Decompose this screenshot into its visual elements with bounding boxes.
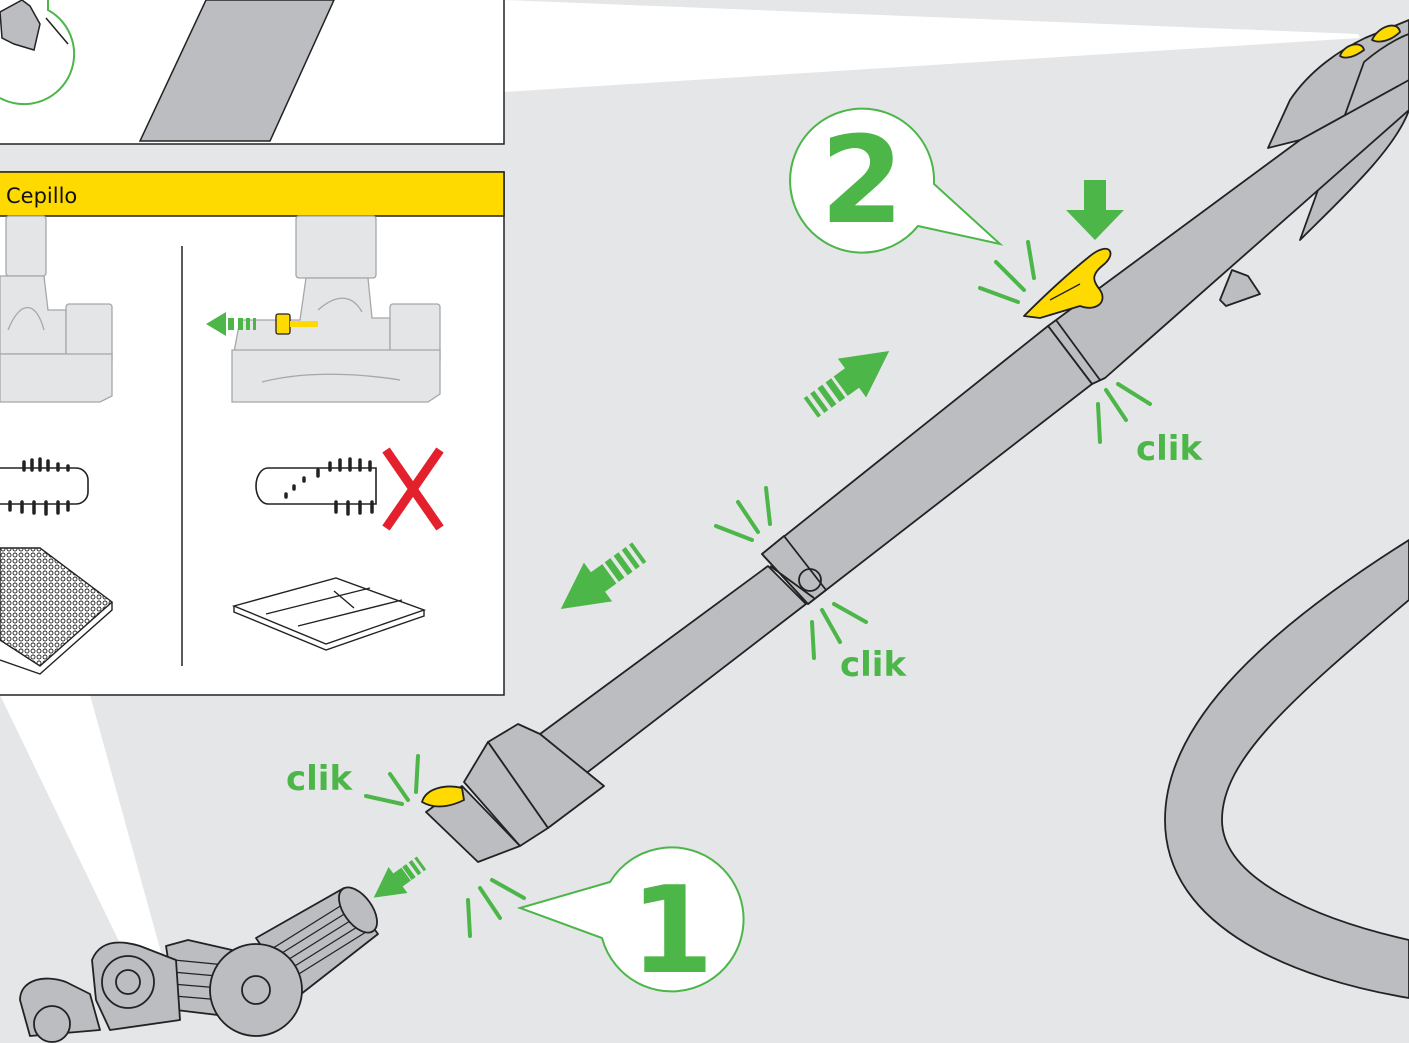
top-inset-panel (0, 0, 504, 144)
click-label-lower: clik (286, 759, 353, 799)
panel-title: Cepillo (6, 184, 77, 208)
callout-beam-top (504, 0, 1360, 92)
vacuum-hose (1165, 540, 1409, 998)
press-down-arrow-icon (1066, 180, 1124, 240)
callout-beam-bottom (0, 695, 170, 985)
click-label-middle: clik (840, 645, 907, 685)
brush-panel (0, 172, 504, 695)
step-2-number: 2 (820, 112, 904, 251)
extend-arrow-icon (797, 332, 904, 428)
retract-arrow-icon (547, 533, 654, 629)
click-label-upper: clik (1136, 429, 1203, 469)
wand-upper (1024, 20, 1409, 384)
cleaner-head (20, 881, 385, 1042)
step-1-number: 1 (630, 862, 714, 1001)
wand-middle (762, 326, 1092, 604)
push-on-arrow-icon (364, 850, 431, 911)
